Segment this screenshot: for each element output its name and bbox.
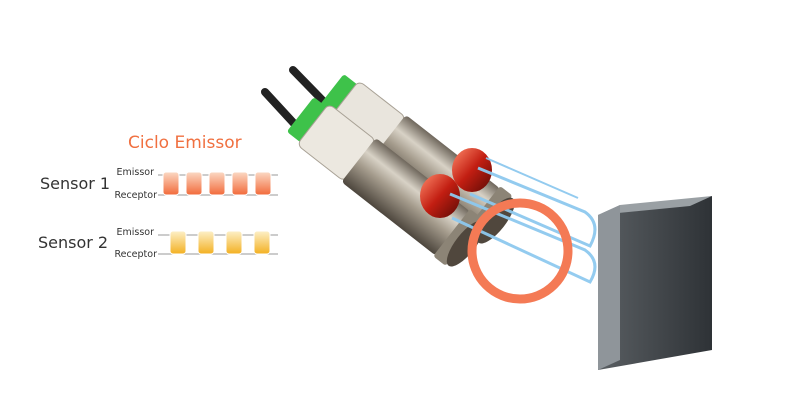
sensor-1-pulse <box>231 171 249 196</box>
sensor-1-emitter-label: Emissor <box>116 167 154 178</box>
lens-lower <box>420 174 460 218</box>
sensor-1-receiver-label: Receptor <box>114 190 157 201</box>
lens-upper <box>452 148 492 192</box>
sensor-2-pulse <box>225 230 243 255</box>
sensor-1-pulse <box>185 171 203 196</box>
cycle-title: Ciclo Emissor <box>128 133 242 153</box>
sensor-body-lower <box>287 98 485 267</box>
sensor-1-label: Sensor 1 <box>40 174 111 193</box>
sensor-1-pulse <box>208 171 226 196</box>
sensor-1-timing <box>158 171 278 196</box>
sensor-2-receiver-label: Receptor <box>114 249 157 260</box>
focus-ring <box>467 198 573 304</box>
sensor-1-pulse <box>254 171 272 196</box>
sensor-2-pulse <box>197 230 215 255</box>
target-object <box>598 196 712 370</box>
sensor-2-pulse <box>169 230 187 255</box>
sensor-1-pulse <box>162 171 180 196</box>
light-beams <box>449 157 597 284</box>
sensor-2-label: Sensor 2 <box>38 233 109 252</box>
sensor-2-emitter-label: Emissor <box>116 227 154 238</box>
sensor-2-timing <box>158 230 278 255</box>
sensor-2-pulse <box>253 230 271 255</box>
